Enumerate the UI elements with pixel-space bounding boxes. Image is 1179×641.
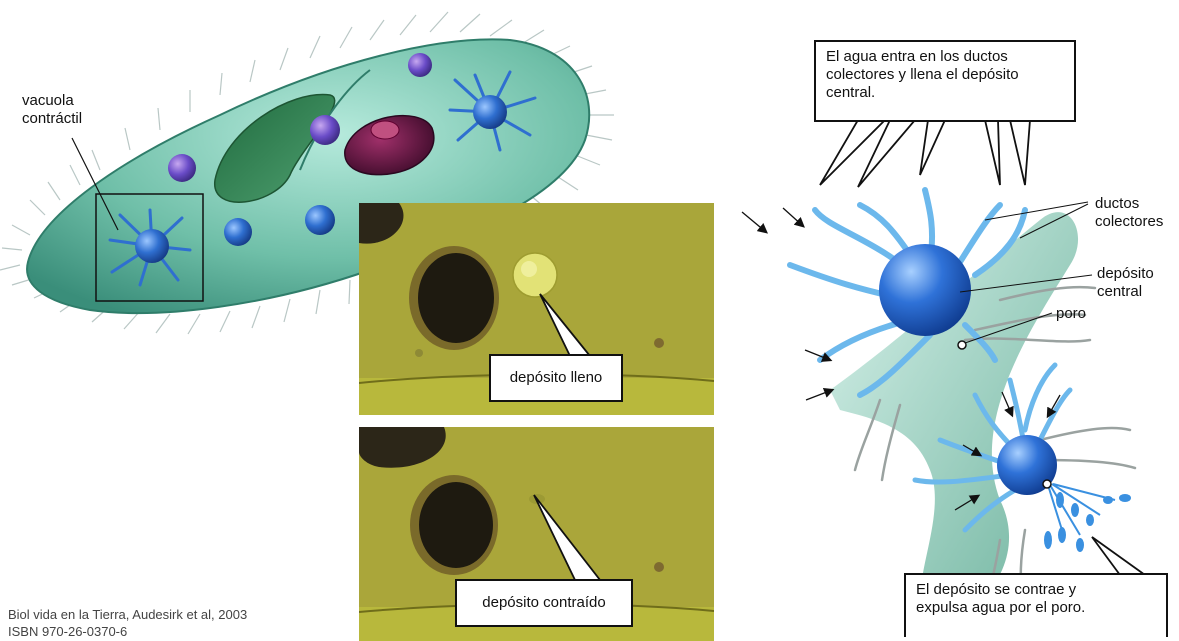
label-vacuole-line1: vacuola (22, 92, 82, 110)
label-vacuole-line2: contráctil (22, 110, 82, 128)
pore-contracted (1043, 480, 1051, 488)
label-central-reservoir: depósito central (1097, 265, 1154, 301)
callout-water-in: El agua entra en los ductos colectores y… (814, 40, 1076, 122)
callout-reservoir-full-text: depósito lleno (510, 369, 603, 387)
callout-expel-line1: El depósito se contrae y (916, 581, 1156, 599)
water-in-callout-tails (820, 120, 1030, 187)
callout-water-in-line1: El agua entra en los ductos (826, 48, 1064, 66)
expelled-water-droplets (1044, 492, 1131, 552)
label-pore: poro (1056, 305, 1086, 323)
label-reservoir-line1: depósito (1097, 265, 1154, 283)
callout-reservoir-full: depósito lleno (489, 354, 623, 402)
label-pore-text: poro (1056, 305, 1086, 322)
pore-full (958, 341, 966, 349)
expel-callout-tail (1092, 537, 1145, 575)
label-reservoir-line2: central (1097, 283, 1154, 301)
callout-expel-line2: expulsa agua por el poro. (916, 599, 1156, 617)
label-ducts-line2: colectores (1095, 213, 1163, 231)
label-contractile-vacuole: vacuola contráctil (22, 92, 82, 128)
reservoir-full-photo (513, 253, 557, 297)
callout-water-in-line2: colectores y llena el depósito (826, 66, 1064, 84)
label-ducts-line1: ductos (1095, 195, 1163, 213)
callout-expel: El depósito se contrae y expulsa agua po… (904, 573, 1168, 637)
central-reservoir-full (879, 244, 971, 336)
source-credit-line1: Biol vida en la Tierra, Audesirk et al, … (8, 607, 247, 622)
source-credit-line2: ISBN 970-26-0370-6 (8, 624, 127, 639)
callout-water-in-line3: central. (826, 84, 1064, 102)
label-collecting-ducts: ductos colectores (1095, 195, 1163, 231)
callout-reservoir-contracted: depósito contraído (455, 579, 633, 627)
callout-reservoir-contracted-text: depósito contraído (482, 594, 605, 612)
